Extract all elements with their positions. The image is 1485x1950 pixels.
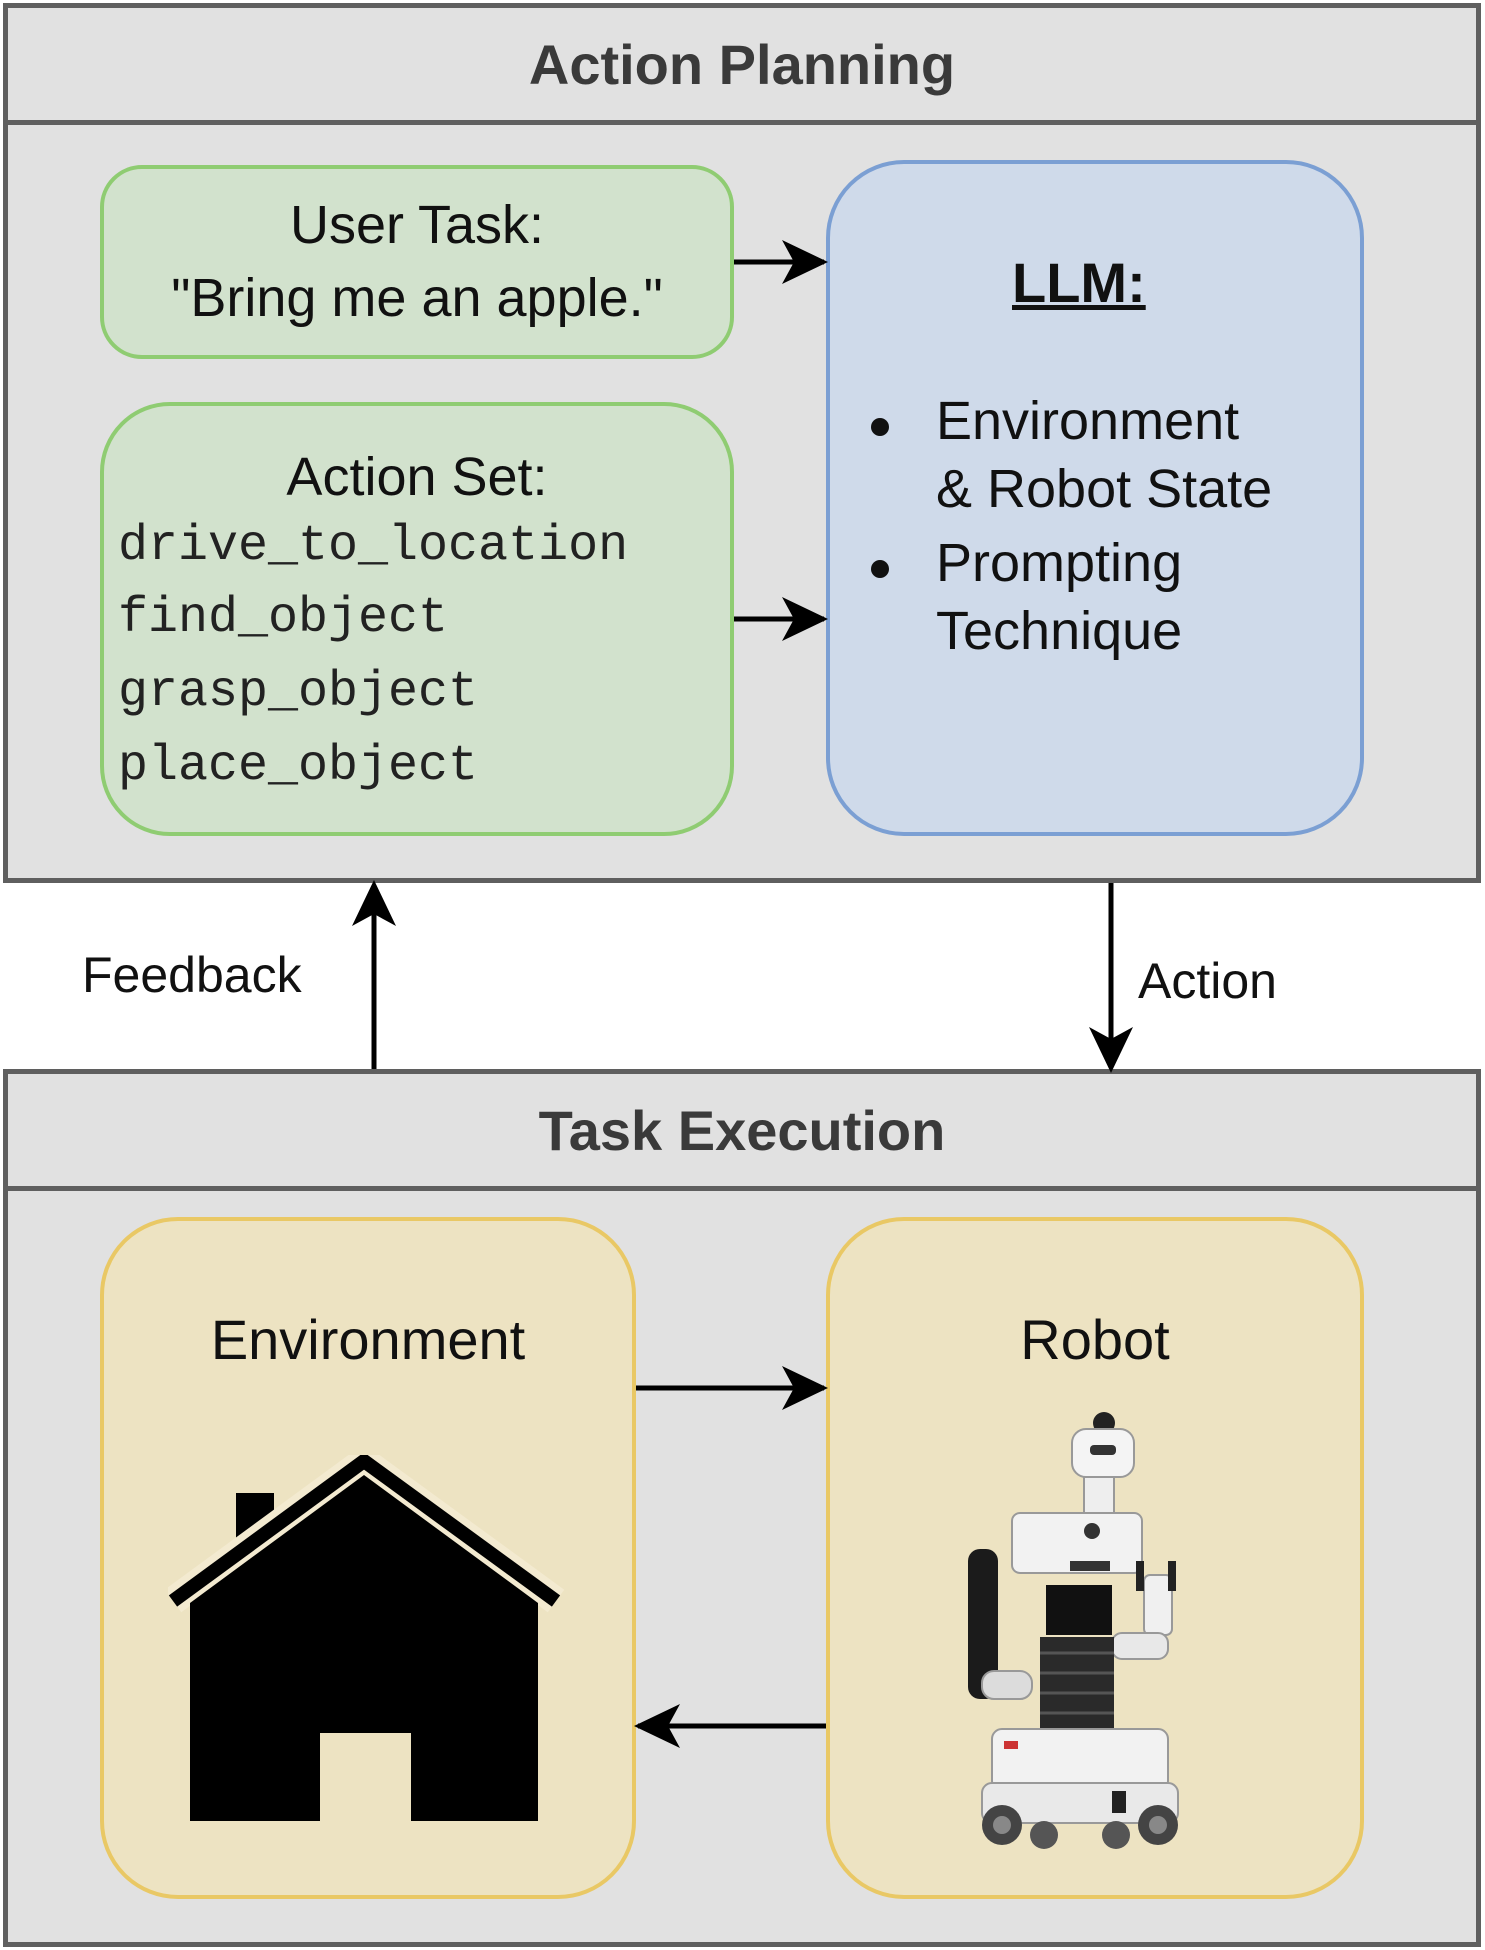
arrowhead (782, 1366, 828, 1410)
arrowhead (1089, 1027, 1133, 1073)
bullet-dot (871, 560, 889, 578)
llm-bullet-line: Technique (936, 601, 1183, 661)
llm-box: LLM: Environment & Robot State Prompting… (826, 160, 1364, 836)
arrowhead (634, 1704, 680, 1748)
action-item: drive_to_location (118, 518, 629, 575)
arrowhead (782, 240, 828, 284)
environment-label: Environment (210, 1308, 526, 1371)
action-item: find_object (118, 590, 449, 647)
llm-bullet-line: Prompting (936, 533, 1183, 593)
user-task-label: User Task: (289, 195, 545, 255)
action-label: Action (1138, 953, 1277, 1009)
action-set-label: Action Set: (286, 447, 548, 507)
feedback-label: Feedback (82, 947, 302, 1003)
environment-box: Environment (100, 1217, 636, 1899)
bullet-dot (871, 418, 889, 436)
action-set-box: Action Set: drive_to_location find_objec… (100, 402, 734, 836)
llm-bullet-line: Environment (936, 391, 1240, 451)
arrowhead (352, 880, 396, 926)
house-icon (168, 1455, 565, 1821)
robot-box: Robot (826, 1217, 1364, 1899)
robot-icon (968, 1412, 1179, 1849)
task-execution-title: Task Execution (8, 1074, 1476, 1191)
user-task-box: User Task: "Bring me an apple." (100, 165, 734, 359)
action-item: grasp_object (118, 664, 479, 721)
llm-title: LLM: (1012, 251, 1146, 314)
action-planning-title: Action Planning (8, 8, 1476, 125)
llm-bullet-line: & Robot State (936, 459, 1273, 519)
arrowhead (782, 597, 828, 641)
robot-label: Robot (1020, 1308, 1170, 1371)
user-task-text: "Bring me an apple." (171, 268, 663, 328)
action-item: place_object (118, 738, 479, 795)
